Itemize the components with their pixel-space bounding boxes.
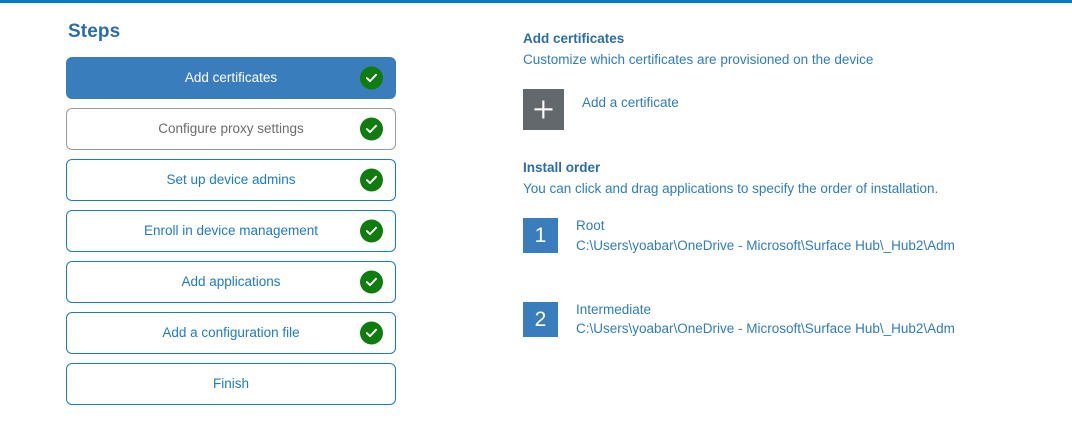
detail-panel: Add certificates Customize which certifi…	[523, 31, 1043, 385]
step-label: Set up device admins	[166, 172, 296, 188]
order-item-path: C:\Users\yoabar\OneDrive - Microsoft\Sur…	[576, 238, 955, 253]
check-icon	[360, 270, 383, 294]
step-button-5[interactable]: Add a configuration file	[66, 312, 396, 354]
order-number-badge: 1	[523, 218, 558, 254]
detail-subtitle: Customize which certificates are provisi…	[523, 52, 874, 67]
step-label: Configure proxy settings	[158, 121, 304, 137]
detail-title: Add certificates	[523, 31, 625, 46]
step-label: Finish	[212, 376, 249, 392]
check-icon	[360, 168, 383, 192]
step-label: Add a configuration file	[162, 325, 300, 341]
order-item-name: Intermediate	[576, 301, 652, 317]
plus-icon[interactable]	[523, 89, 564, 131]
check-icon	[360, 219, 383, 243]
step-button-2[interactable]: Set up device admins	[66, 159, 396, 201]
step-button-3[interactable]: Enroll in device management	[66, 210, 396, 252]
install-order-subtitle: You can click and drag applications to s…	[523, 181, 939, 197]
step-label: Enroll in device management	[143, 223, 319, 239]
check-icon	[360, 117, 383, 141]
step-label: Add certificates	[184, 70, 278, 86]
check-icon	[360, 321, 383, 345]
add-certificate-button[interactable]: Add a certificate	[523, 89, 679, 131]
order-item-name: Root	[576, 218, 605, 234]
step-button-0[interactable]: Add certificates	[66, 57, 396, 99]
step-button-6[interactable]: Finish	[66, 363, 396, 405]
step-button-4[interactable]: Add applications	[66, 261, 396, 303]
order-number-badge: 2	[523, 301, 558, 337]
step-label: Add applications	[181, 274, 281, 290]
install-order-title: Install order	[523, 160, 601, 176]
check-icon	[360, 66, 383, 90]
order-item-path: C:\Users\yoabar\OneDrive - Microsoft\Sur…	[576, 321, 955, 337]
step-button-1[interactable]: Configure proxy settings	[66, 108, 396, 150]
steps-title: Steps	[68, 21, 121, 42]
install-order-section: Install order You can click and drag app…	[523, 160, 1043, 338]
add-certificate-label: Add a certificate	[582, 95, 679, 111]
top-accent-bar	[0, 0, 1072, 3]
